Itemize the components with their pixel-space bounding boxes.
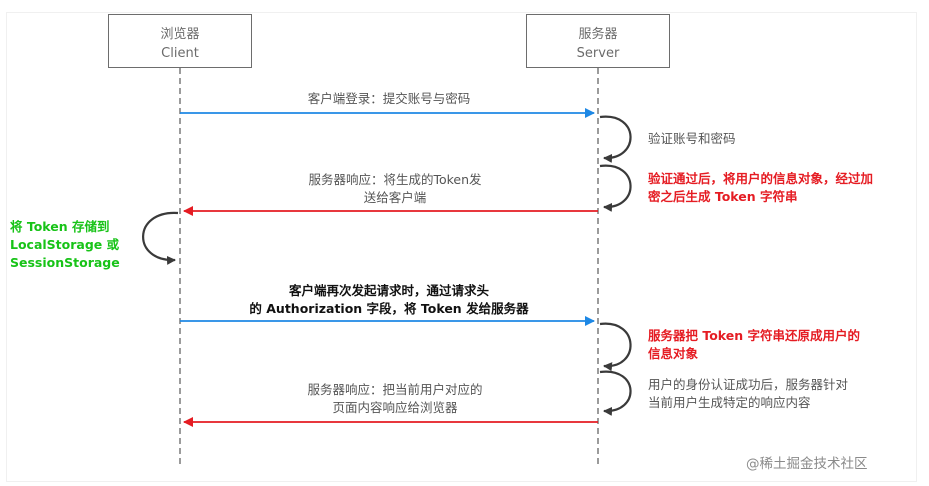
auth-line1: 用户的身份认证成功后，服务器针对 — [648, 377, 849, 392]
token-response-line1: 服务器响应：将生成的Token发 — [308, 172, 482, 187]
client-name-cn: 浏览器 — [160, 27, 200, 42]
content-response-line2: 页面内容响应给浏览器 — [332, 400, 458, 415]
token-gen-line2: 密之后生成 Token 字符串 — [648, 189, 798, 204]
store-token-line3: SessionStorage — [10, 255, 120, 270]
authorization-request-line2: 的 Authorization 字段，将 Token 发给服务器 — [249, 301, 529, 316]
token-gen-note: 验证通过后，将用户的信息对象，经过加 密之后生成 Token 字符串 — [648, 170, 918, 206]
watermark: @稀土掘金技术社区 — [746, 456, 868, 472]
restore-note: 服务器把 Token 字符串还原成用户的 信息对象 — [648, 327, 908, 363]
verify-note: 验证账号和密码 — [648, 131, 736, 146]
token-response-line2: 送给客户端 — [363, 190, 427, 205]
token-response-label: 服务器响应：将生成的Token发 送给客户端 — [230, 171, 560, 207]
diagram-canvas — [6, 12, 917, 482]
content-response-label: 服务器响应：把当前用户对应的 页面内容响应给浏览器 — [230, 381, 560, 417]
store-token-line1: 将 Token 存储到 — [10, 219, 110, 234]
authorization-request-label: 客户端再次发起请求时，通过请求头 的 Authorization 字段，将 To… — [180, 282, 598, 318]
store-token-note: 将 Token 存储到 LocalStorage 或 SessionStorag… — [10, 218, 140, 272]
store-token-self-loop — [142, 211, 179, 265]
server-name-cn: 服务器 — [578, 27, 618, 42]
auth-self-loop — [599, 370, 632, 416]
content-response-line1: 服务器响应：把当前用户对应的 — [307, 382, 483, 397]
restore-line1: 服务器把 Token 字符串还原成用户的 — [648, 328, 861, 343]
store-token-line2: LocalStorage 或 — [10, 237, 120, 252]
auth-line2: 当前用户生成特定的响应内容 — [648, 395, 811, 410]
server-name-en: Server — [576, 46, 620, 61]
authorization-request-line1: 客户端再次发起请求时，通过请求头 — [288, 283, 489, 298]
restore-line2: 信息对象 — [648, 346, 699, 361]
restore-self-loop — [599, 322, 632, 372]
client-box: 浏览器 Client — [108, 14, 252, 68]
token-gen-self-loop — [599, 164, 632, 212]
login-message-label: 客户端登录：提交账号与密码 — [307, 91, 471, 106]
verify-self-loop — [599, 115, 632, 163]
token-gen-line1: 验证通过后，将用户的信息对象，经过加 — [648, 171, 874, 186]
auth-note: 用户的身份认证成功后，服务器针对 当前用户生成特定的响应内容 — [648, 376, 908, 412]
client-name-en: Client — [161, 46, 199, 61]
server-box: 服务器 Server — [526, 14, 670, 68]
